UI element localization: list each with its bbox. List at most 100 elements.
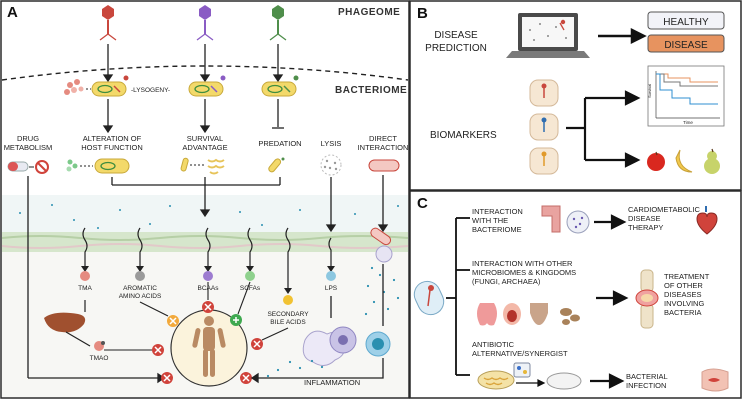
disease-label: DISEASE xyxy=(664,40,708,51)
treatment-line5: BACTERIA xyxy=(664,308,702,317)
lysis-arrows xyxy=(325,175,389,233)
cytokine-particles xyxy=(266,266,400,378)
immune-cells-icon xyxy=(302,326,391,366)
laptop-icon xyxy=(506,13,590,58)
km-ylabel: Survival xyxy=(647,84,652,98)
km-xlabel: Time xyxy=(683,120,693,125)
inflammation-arrows xyxy=(250,264,384,384)
healthy-box xyxy=(647,11,725,30)
phage-red-icon xyxy=(99,5,117,41)
liver-icon xyxy=(44,312,86,333)
banana-icon xyxy=(675,149,693,173)
lysis-label: LYSIS xyxy=(321,139,342,148)
biomarkers-label: BIOMARKERS xyxy=(430,130,497,141)
wound-icon xyxy=(701,368,729,392)
arrow-treatment xyxy=(596,290,629,306)
epithelium-band xyxy=(2,232,408,252)
bacterial-infection-line2: INFECTION xyxy=(626,381,666,390)
drug-metabolism-line2: METABOLISM xyxy=(4,143,53,152)
therapy-tree xyxy=(446,217,470,376)
lysis-debris-icon xyxy=(320,154,342,176)
phage-green-icon xyxy=(269,5,287,41)
interaction-bacteriome-line1: INTERACTION xyxy=(472,207,523,216)
tma-molecule-icon xyxy=(80,271,90,281)
antibiotic-line1: ANTIBIOTIC xyxy=(472,340,515,349)
direct-interaction-bacterium-icon xyxy=(368,159,400,172)
panel-b: B DISEASE PREDICTION HEALTHY DISEASE BIO… xyxy=(409,0,742,191)
mechanism-arrows xyxy=(102,99,284,134)
cardiometabolic-line1: CARDIOMETABOLIC xyxy=(628,205,701,214)
direct-line1: DIRECT xyxy=(369,134,397,143)
lysogeny-label: -LYSOGENY- xyxy=(131,87,170,94)
disease-prediction-line1: DISEASE xyxy=(434,30,478,41)
predation-label: PREDATION xyxy=(258,139,301,148)
scfas-label: SCFAs xyxy=(240,285,261,292)
treatment-line1: TREATMENT xyxy=(664,272,710,281)
interaction-other-line1: INTERACTION WITH OTHER xyxy=(472,259,573,268)
interaction-bacteriome-line2: WITH THE xyxy=(472,216,508,225)
treatment-line2: OF OTHER xyxy=(664,281,703,290)
alteration-line2: HOST FUNCTION xyxy=(81,143,143,152)
disease-prediction-line2: PREDICTION xyxy=(425,43,487,54)
secondary-line1: SECONDARY xyxy=(267,311,309,318)
healthy-label: HEALTHY xyxy=(663,17,709,28)
pill-icon xyxy=(7,161,29,172)
human-figure-icon xyxy=(192,316,226,377)
host-alteration-bacterium-icon xyxy=(66,158,130,174)
petri-dish-bacteria-icon xyxy=(477,370,515,390)
enhance-marker-scfa-icon xyxy=(230,314,242,326)
lps-label: LPS xyxy=(325,285,338,292)
lumen-particles xyxy=(19,204,399,229)
phageome-boundary xyxy=(1,65,409,81)
inhibit-marker-drug-icon xyxy=(161,372,173,384)
inhibit-marker-tmao-icon xyxy=(152,344,164,356)
interaction-other-line2: MICROBIOMES & KINGDOMS xyxy=(472,268,576,277)
treatment-line3: DISEASES xyxy=(664,290,702,299)
joint-icon xyxy=(635,269,659,329)
arrow-infection xyxy=(590,373,625,389)
panel-a: A PHAGEOME BACTERIOME xyxy=(0,0,410,399)
phageome-title: PHAGEOME xyxy=(338,7,400,18)
organ-icons xyxy=(477,303,580,326)
prediction-arrow xyxy=(598,27,647,45)
drug-metabolism-line1: DRUG xyxy=(17,134,39,143)
scfa-molecule-icon xyxy=(245,271,255,281)
apple-icon xyxy=(647,151,665,171)
pear-icon xyxy=(704,148,720,174)
inhibit-marker-bile-icon xyxy=(251,338,263,350)
survival-line1: SURVIVAL xyxy=(187,134,223,143)
bacterial-infection-line1: BACTERIAL xyxy=(626,372,668,381)
panel-b-letter: B xyxy=(417,5,428,22)
aromatic-line1: AROMATIC xyxy=(123,285,157,292)
secondary-line2: BILE ACIDS xyxy=(270,319,306,326)
heart-icon xyxy=(696,206,718,235)
survival-bacteria-icon xyxy=(180,157,225,175)
interaction-other-line3: (FUNGI, ARCHAEA) xyxy=(472,277,541,286)
inhibit-marker-inflammation-icon xyxy=(240,372,252,384)
bacterium-lytic-icon xyxy=(261,81,297,97)
bile-acid-molecule-icon xyxy=(283,295,293,305)
inhibit-marker-bcaa-icon xyxy=(202,301,214,313)
merge-bracket xyxy=(111,177,281,218)
lps-molecule-icon xyxy=(326,271,336,281)
antibiotic-pills-icon xyxy=(513,362,531,378)
survival-line2: ADVANTAGE xyxy=(182,143,227,152)
interaction-bacteriome-line3: BACTERIOME xyxy=(472,225,522,234)
bacterium-lysogen-1-icon xyxy=(91,81,127,97)
inhibit-marker-aromatic-icon xyxy=(167,315,179,327)
panel-c: C INTERACTION WITH THE BACTERIOME C xyxy=(409,190,742,399)
no-drug-icon xyxy=(35,160,49,174)
cell-cluster-icon xyxy=(64,79,84,95)
predation-bacterium-icon xyxy=(268,157,285,173)
aromatic-molecule-icon xyxy=(135,271,145,281)
bacteriome-title: BACTERIOME xyxy=(335,85,407,96)
aromatic-line2: AMINO ACIDS xyxy=(119,293,162,300)
inflammation-label: INFLAMMATION xyxy=(304,378,360,387)
treatment-line4: INVOLVING xyxy=(664,299,704,308)
tmao-label: TMAO xyxy=(90,355,109,362)
clear-petri-dish-icon xyxy=(546,372,582,390)
phage-purple-icon xyxy=(196,5,214,41)
bacterium-lysogen-2-icon xyxy=(188,81,224,97)
panel-c-letter: C xyxy=(417,195,428,212)
phage-arrows xyxy=(102,44,284,83)
